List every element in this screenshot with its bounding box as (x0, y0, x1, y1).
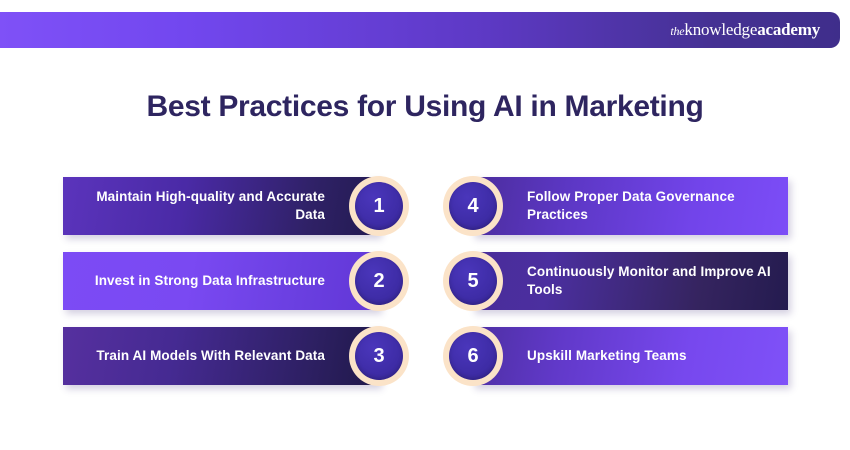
practice-label-3: Train AI Models With Relevant Data (96, 348, 325, 363)
practice-badge-inner-1: 1 (355, 182, 403, 230)
practice-item-1[interactable]: Maintain High-quality and Accurate Data … (63, 176, 409, 236)
practice-badge-inner-3: 3 (355, 332, 403, 380)
practice-badge-5: 5 (443, 251, 503, 311)
practice-badge-inner-5: 5 (449, 257, 497, 305)
practice-bar-3: Train AI Models With Relevant Data (63, 327, 379, 385)
practice-number-1: 1 (373, 195, 385, 217)
practice-number-5: 5 (467, 270, 479, 292)
practice-badge-inner-2: 2 (355, 257, 403, 305)
practice-badge-3: 3 (349, 326, 409, 386)
practice-bar-4: Follow Proper Data Governance Practices (472, 177, 788, 235)
practice-bar-6: Upskill Marketing Teams (472, 327, 788, 385)
practice-label-1: Maintain High-quality and Accurate Data (96, 189, 325, 222)
practices-row-2: Invest in Strong Data Infrastructure 2 C… (0, 251, 850, 311)
logo-word-knowledge: knowledge (684, 20, 758, 39)
practice-badge-6: 6 (443, 326, 503, 386)
practice-badge-4: 4 (443, 176, 503, 236)
logo-word-academy: academy (757, 20, 820, 39)
practice-bar-2: Invest in Strong Data Infrastructure (63, 252, 379, 310)
practice-badge-1: 1 (349, 176, 409, 236)
practice-number-4: 4 (467, 195, 479, 217)
practice-bar-5: Continuously Monitor and Improve AI Tool… (472, 252, 788, 310)
practice-item-3[interactable]: Train AI Models With Relevant Data 3 (63, 326, 409, 386)
practice-number-2: 2 (373, 270, 385, 292)
practice-badge-inner-6: 6 (449, 332, 497, 380)
practice-item-4[interactable]: Follow Proper Data Governance Practices … (443, 176, 788, 236)
practice-item-6[interactable]: Upskill Marketing Teams 6 (443, 326, 788, 386)
practices-list: Maintain High-quality and Accurate Data … (0, 176, 850, 387)
practice-badge-2: 2 (349, 251, 409, 311)
practice-badge-inner-4: 4 (449, 182, 497, 230)
logo-word-the: the (670, 24, 685, 38)
practice-item-2[interactable]: Invest in Strong Data Infrastructure 2 (63, 251, 409, 311)
practice-label-6: Upskill Marketing Teams (527, 348, 687, 363)
practice-number-3: 3 (373, 345, 385, 367)
practice-label-2: Invest in Strong Data Infrastructure (94, 273, 325, 288)
practice-bar-1: Maintain High-quality and Accurate Data (63, 177, 379, 235)
practice-label-5: Continuously Monitor and Improve AI Tool… (527, 264, 771, 297)
practice-label-4: Follow Proper Data Governance Practices (527, 189, 735, 222)
practices-row-1: Maintain High-quality and Accurate Data … (0, 176, 850, 236)
practices-row-3: Train AI Models With Relevant Data 3 Ups… (0, 326, 850, 386)
page-title: Best Practices for Using AI in Marketing (146, 90, 704, 123)
practice-item-5[interactable]: Continuously Monitor and Improve AI Tool… (443, 251, 788, 311)
practice-number-6: 6 (467, 345, 479, 367)
